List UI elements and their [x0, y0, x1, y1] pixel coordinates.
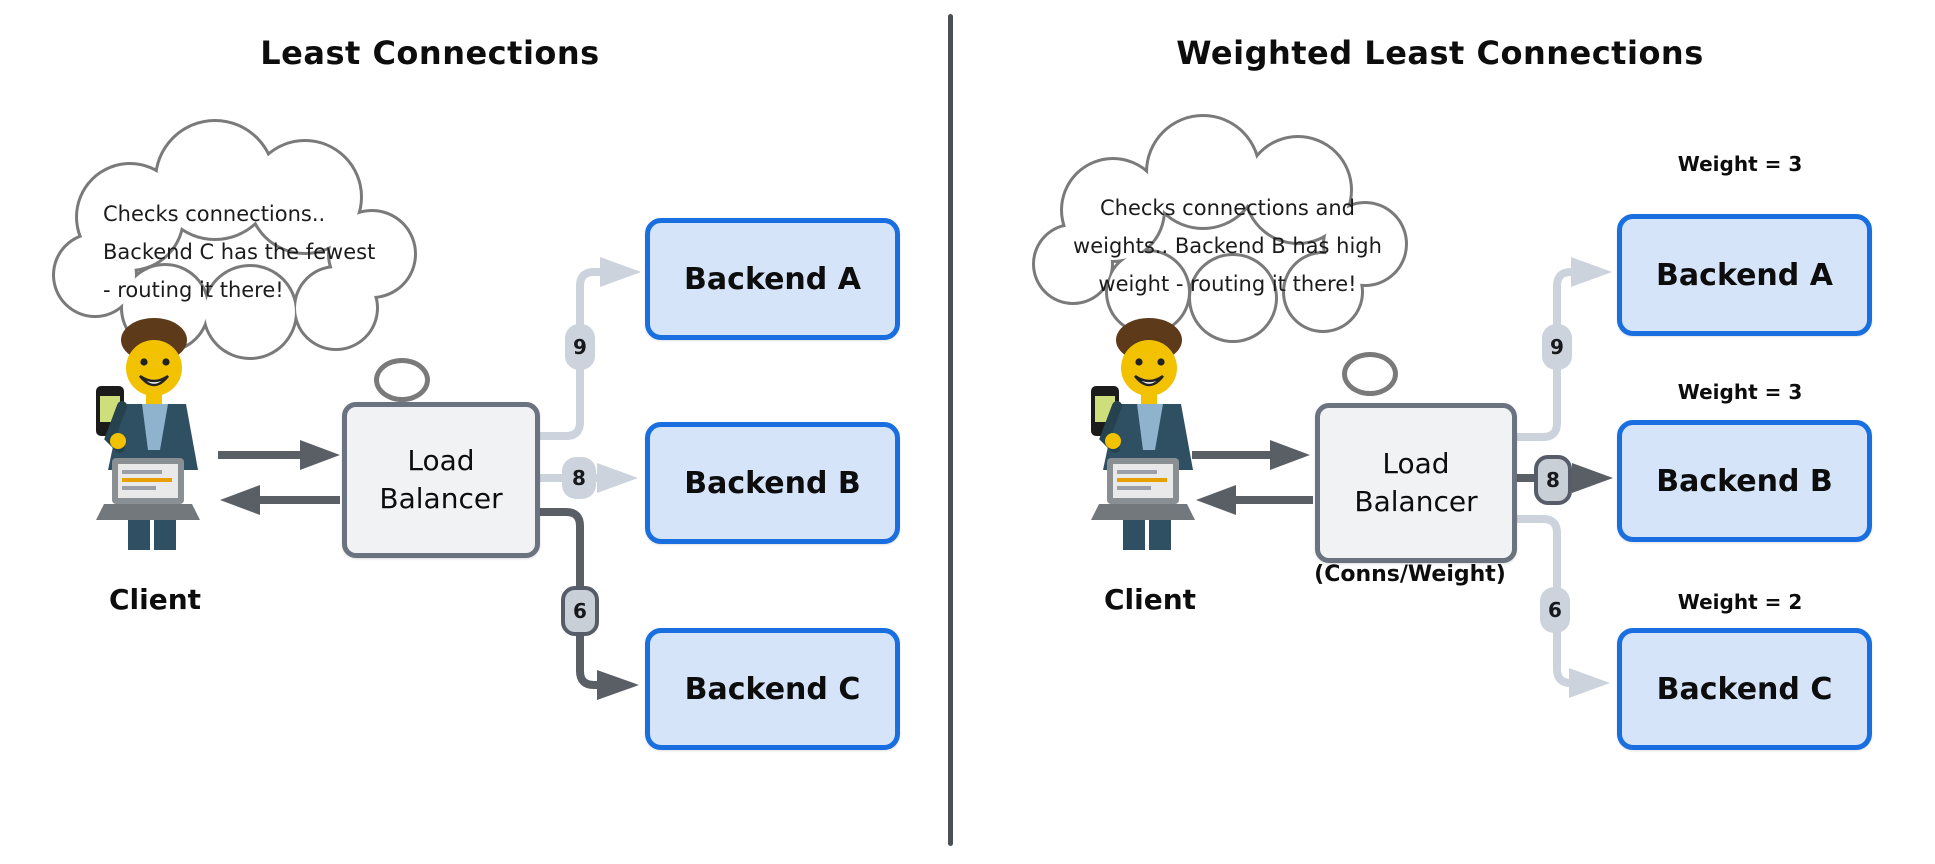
right-arrowhead-backend-c [1569, 668, 1610, 698]
right-thought-cloud [1032, 114, 1408, 343]
left-client-figure [96, 318, 200, 550]
left-arrowhead-backend-a [600, 257, 641, 287]
left-thought-cloud [52, 119, 417, 360]
right-load-balancer-label: Load Balancer [1354, 447, 1478, 518]
right-backend-b-label: Backend B [1656, 463, 1833, 499]
left-response-arrowhead [220, 485, 260, 515]
right-arrowhead-backend-b [1572, 463, 1613, 493]
right-weight-label-a: Weight = 3 [1677, 152, 1803, 176]
right-backend-a-label: Backend A [1656, 257, 1833, 293]
right-thought-tail-bubble [1342, 352, 1398, 396]
left-load-balancer: Load Balancer [342, 402, 540, 558]
right-weight-label-c: Weight = 2 [1677, 590, 1803, 614]
right-client-figure [1091, 318, 1195, 550]
right-load-balancer-caption: (Conns/Weight) [1314, 562, 1506, 587]
left-conn-count-b: 8 [562, 457, 596, 499]
right-client-label: Client [1103, 583, 1197, 616]
right-response-arrowhead [1196, 485, 1236, 515]
right-backend-b: Backend B [1617, 420, 1872, 542]
left-backend-b-label: Backend B [684, 465, 861, 501]
left-backend-b: Backend B [645, 422, 900, 544]
left-backend-c-label: Backend C [684, 671, 861, 707]
right-backend-a: Backend A [1617, 214, 1872, 336]
right-thought-text: Checks connections and weights.. Backend… [1073, 196, 1382, 296]
right-panel-title: Weighted Least Connections [1176, 34, 1704, 72]
left-backend-a: Backend A [645, 218, 900, 340]
right-backend-c: Backend C [1617, 628, 1872, 750]
right-arrowhead-backend-a [1571, 257, 1612, 287]
right-weight-label-b: Weight = 3 [1677, 380, 1803, 404]
left-panel-title: Least Connections [260, 34, 600, 72]
right-load-balancer: Load Balancer [1315, 403, 1517, 563]
left-conn-count-c: 6 [561, 586, 599, 636]
left-thought-tail-bubble [374, 358, 430, 402]
right-conn-count-a: 9 [1542, 324, 1572, 370]
right-request-arrowhead [1270, 440, 1310, 470]
panel-divider [948, 14, 953, 846]
right-backend-c-label: Backend C [1656, 671, 1833, 707]
right-conn-count-b: 8 [1534, 455, 1572, 505]
left-request-arrowhead [300, 440, 340, 470]
left-thought-text: Checks connections.. Backend C has the f… [103, 202, 376, 302]
left-load-balancer-label: Load Balancer [379, 444, 503, 515]
left-backend-c: Backend C [645, 628, 900, 750]
left-client-label: Client [108, 583, 202, 616]
left-conn-count-a: 9 [565, 324, 595, 370]
left-arrowhead-backend-c [597, 670, 639, 700]
left-arrowhead-backend-b [597, 463, 638, 493]
right-conn-count-c: 6 [1540, 587, 1570, 633]
left-backend-a-label: Backend A [684, 261, 861, 297]
